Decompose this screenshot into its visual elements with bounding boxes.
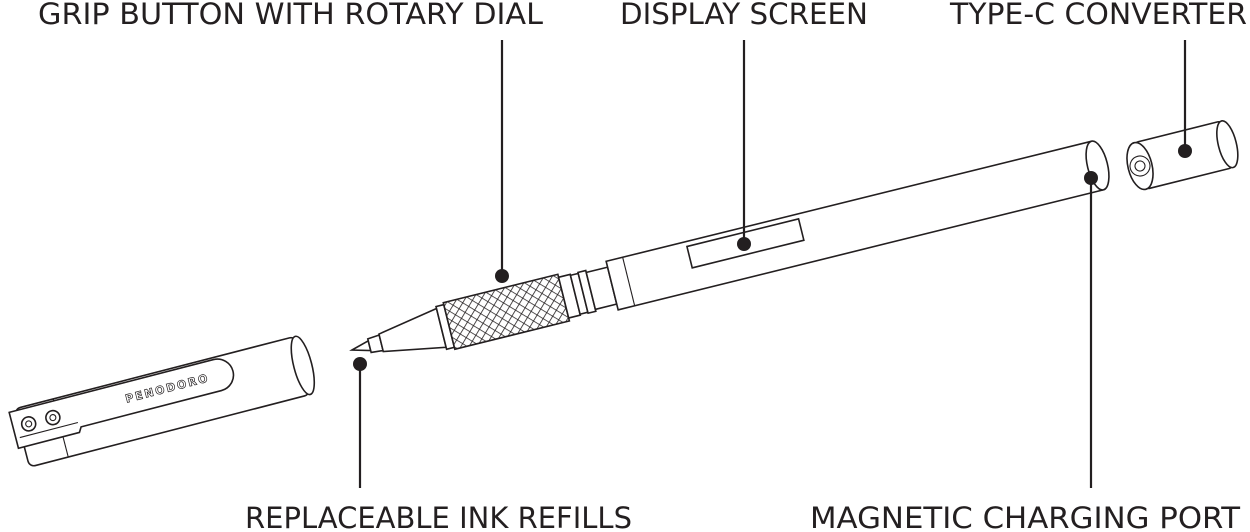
label-display-screen: DISPLAY SCREEN — [620, 0, 868, 31]
clip-rivet-icon — [20, 416, 37, 432]
label-grip-button: GRIP BUTTON WITH ROTARY DIAL — [38, 0, 543, 31]
pen-cap: PENODORO — [8, 335, 316, 467]
pen-body — [349, 140, 1110, 354]
pen-cone — [378, 307, 448, 353]
pen-tip — [349, 339, 372, 352]
clip-rivet-icon — [45, 409, 61, 426]
label-type-c-converter: TYPE-C CONVERTER — [949, 0, 1247, 31]
label-ink-refills: REPLACEABLE INK REFILLS — [245, 501, 632, 532]
label-charging-port: MAGNETIC CHARGING PORT — [810, 501, 1240, 532]
grip-knurling — [442, 273, 571, 351]
pen-barrel — [605, 140, 1105, 311]
